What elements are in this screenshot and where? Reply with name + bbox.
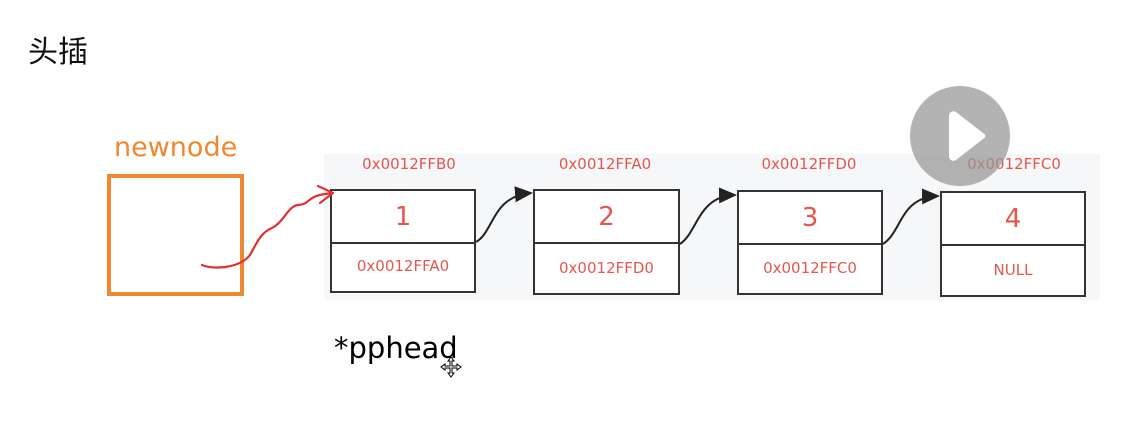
list-node: 2 0x0012FFD0 bbox=[533, 189, 680, 295]
node-value: 3 bbox=[739, 192, 881, 245]
node-value: 1 bbox=[332, 191, 474, 244]
page-title: 头插 bbox=[28, 35, 88, 70]
node-next-pointer: NULL bbox=[993, 261, 1033, 279]
newnode-label: newnode bbox=[114, 132, 238, 163]
node-address: 0x0012FFA0 bbox=[558, 155, 652, 173]
node-value: 2 bbox=[535, 191, 678, 244]
play-button[interactable] bbox=[910, 86, 1010, 186]
play-icon bbox=[949, 111, 986, 161]
node-address: 0x0012FFB0 bbox=[362, 155, 456, 173]
node-address: 0x0012FFD0 bbox=[761, 155, 857, 173]
move-cursor-icon bbox=[440, 356, 462, 378]
newnode-box bbox=[107, 174, 244, 296]
node-value: 4 bbox=[942, 193, 1084, 246]
list-node: 4 NULL bbox=[940, 191, 1086, 297]
node-next-pointer: 0x0012FFA0 bbox=[356, 257, 450, 275]
node-next-pointer: 0x0012FFC0 bbox=[763, 259, 857, 277]
node-next-pointer: 0x0012FFD0 bbox=[559, 259, 654, 277]
list-node: 3 0x0012FFC0 bbox=[737, 190, 883, 295]
pphead-label: *pphead bbox=[334, 331, 458, 365]
list-node: 1 0x0012FFA0 bbox=[330, 189, 476, 293]
